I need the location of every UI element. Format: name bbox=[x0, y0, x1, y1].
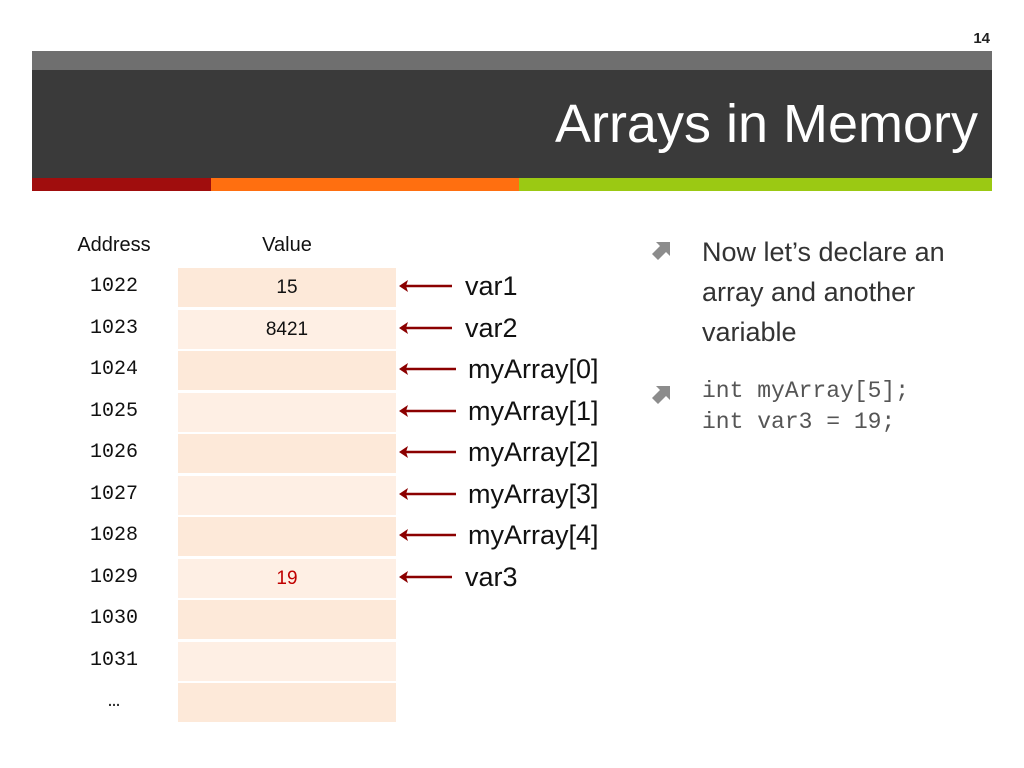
variable-name: var2 bbox=[465, 312, 518, 343]
header-top-band bbox=[32, 51, 992, 70]
value-cell bbox=[178, 517, 396, 556]
header-band: Arrays in Memory bbox=[32, 70, 992, 178]
address-cell: 1028 bbox=[89, 524, 138, 547]
variable-label: myArray[3] bbox=[398, 474, 638, 514]
variable-name: myArray[0] bbox=[468, 354, 599, 384]
table-row: 1030 bbox=[0, 599, 400, 639]
variable-label: var2 bbox=[398, 308, 638, 348]
value-column-header: Value bbox=[262, 234, 312, 256]
left-arrow-icon bbox=[399, 280, 452, 292]
table-row: 1026 bbox=[0, 433, 400, 473]
accent-stripe-green bbox=[519, 178, 992, 191]
left-arrow-icon bbox=[399, 404, 456, 417]
address-cell: 1025 bbox=[89, 399, 138, 423]
variable-label: var1 bbox=[398, 266, 638, 306]
slide-number: 14 bbox=[973, 30, 990, 47]
table-row: 1022 15 bbox=[0, 267, 400, 307]
arrow-bullet-icon bbox=[652, 384, 672, 409]
address-cell: 1024 bbox=[89, 358, 138, 381]
address-cell: 1029 bbox=[89, 565, 138, 589]
left-arrow-icon bbox=[399, 321, 452, 334]
slide-title: Arrays in Memory bbox=[554, 94, 978, 154]
value-cell bbox=[178, 392, 396, 432]
address-cell: 1023 bbox=[89, 316, 138, 340]
bullet-text: Now let’s declare an array and another v… bbox=[702, 237, 945, 347]
variable-name: myArray[3] bbox=[468, 478, 599, 509]
variable-label: myArray[1] bbox=[398, 391, 638, 431]
value-cell bbox=[178, 475, 396, 515]
variable-name: myArray[4] bbox=[468, 520, 599, 550]
address-cell: 1027 bbox=[89, 482, 138, 506]
table-row: … bbox=[0, 682, 400, 722]
table-row: 1029 19 bbox=[0, 558, 400, 598]
address-cell: 1022 bbox=[89, 275, 138, 298]
address-cell: 1031 bbox=[89, 648, 138, 672]
address-cell: … bbox=[107, 690, 120, 713]
left-arrow-icon bbox=[399, 487, 456, 500]
value-cell bbox=[178, 600, 396, 639]
value-cell bbox=[178, 434, 396, 473]
variable-name: var3 bbox=[465, 561, 518, 592]
address-cell: 1030 bbox=[89, 607, 138, 630]
address-cell: 1026 bbox=[89, 441, 138, 464]
variable-label: var3 bbox=[398, 557, 638, 597]
table-row: 1027 bbox=[0, 475, 400, 515]
left-arrow-icon bbox=[399, 570, 452, 583]
table-row: 1028 bbox=[0, 516, 400, 556]
value-cell bbox=[178, 683, 396, 722]
value-cell: 15 bbox=[178, 268, 396, 307]
table-row: 1023 8421 bbox=[0, 309, 400, 349]
accent-stripe-red bbox=[32, 178, 211, 191]
accent-stripe-orange bbox=[211, 178, 519, 191]
value-cell bbox=[178, 641, 396, 681]
bullet-item: Now let’s declare an array and another v… bbox=[650, 232, 1000, 352]
arrow-bullet-icon bbox=[652, 240, 672, 265]
value-cell: 8421 bbox=[178, 309, 396, 349]
variable-name: myArray[1] bbox=[468, 395, 599, 426]
variable-label: myArray[0] bbox=[398, 349, 638, 389]
variable-label: myArray[4] bbox=[398, 515, 638, 555]
value-cell: 19 bbox=[178, 558, 396, 598]
left-arrow-icon bbox=[399, 529, 456, 541]
code-snippet: int myArray[5]; int var3 = 19; bbox=[702, 378, 910, 435]
table-row: 1031 bbox=[0, 641, 400, 681]
value-cell bbox=[178, 351, 396, 390]
bullet-item: int myArray[5]; int var3 = 19; bbox=[650, 376, 1000, 438]
table-row: 1024 bbox=[0, 350, 400, 390]
bullet-list: Now let’s declare an array and another v… bbox=[650, 232, 1000, 462]
address-column-header: Address bbox=[77, 234, 151, 256]
left-arrow-icon bbox=[399, 446, 456, 458]
variable-name: myArray[2] bbox=[468, 437, 599, 467]
left-arrow-icon bbox=[399, 363, 456, 375]
table-row: 1025 bbox=[0, 392, 400, 432]
variable-label: myArray[2] bbox=[398, 432, 638, 472]
variable-name: var1 bbox=[465, 271, 518, 301]
